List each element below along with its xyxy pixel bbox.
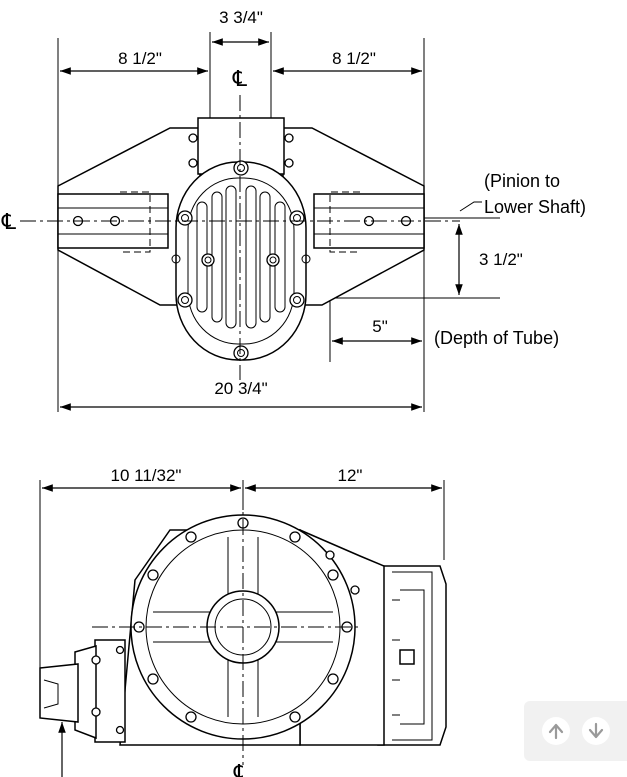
note-pinion-line2: Lower Shaft) [484, 197, 586, 217]
dim-right-width: 8 1/2" [332, 49, 376, 68]
centerline-symbol-left: ℄ [1, 209, 17, 234]
centerline-symbol-top: ℄ [232, 66, 248, 91]
dim-tube-depth: 5" [372, 317, 388, 336]
axle-housing-side [39, 514, 447, 746]
page-nav-widget [524, 701, 627, 761]
arrow-down-icon [588, 722, 604, 739]
note-pinion-line1: (Pinion to [484, 171, 560, 191]
top-view: 3 3/4" 8 1/2" 8 1/2" 3 1/2" 5" 20 3/4" (… [1, 8, 586, 412]
note-tube-depth: (Depth of Tube) [434, 328, 559, 348]
dim-side-left-length: 10 11/32" [111, 466, 182, 485]
arrow-up-icon [548, 723, 564, 740]
dim-center-width: 3 3/4" [219, 8, 263, 27]
axle-housing-top [57, 117, 425, 361]
nav-up-button[interactable] [542, 717, 570, 745]
side-view: 10 11/32" 12" [39, 466, 447, 777]
dim-pinion-offset: 3 1/2" [479, 250, 523, 269]
nav-down-button[interactable] [582, 717, 610, 745]
dim-left-width: 8 1/2" [118, 49, 162, 68]
dim-overall-width: 20 3/4" [214, 379, 267, 398]
centerline-symbol-side: ℄ [233, 760, 249, 777]
dim-side-right-length: 12" [338, 466, 363, 485]
